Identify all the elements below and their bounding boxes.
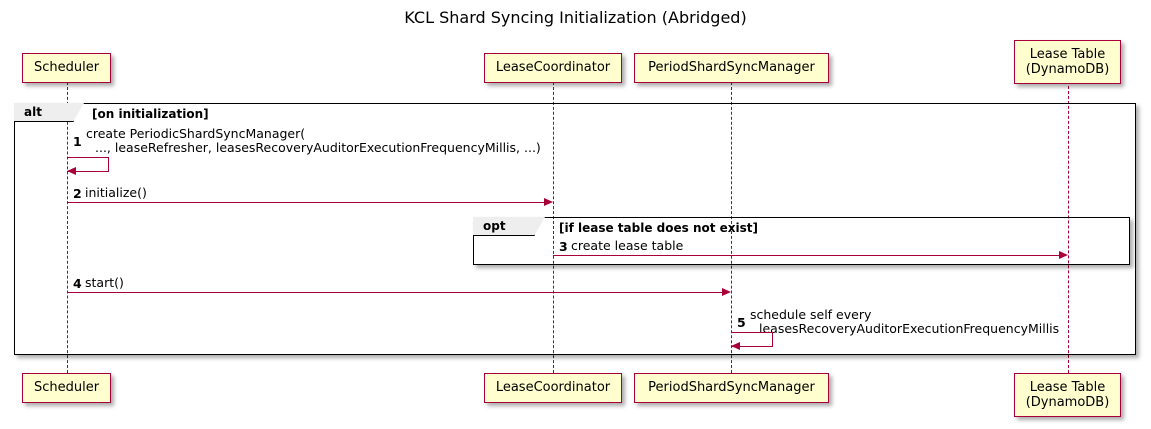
participant-scheduler-top[interactable]: Scheduler xyxy=(22,53,111,83)
message-1-arrow-head xyxy=(67,167,76,175)
participant-lease-coordinator-bottom-label: LeaseCoordinator xyxy=(495,380,611,395)
participant-lease-table-top[interactable]: Lease Table (DynamoDB) xyxy=(1014,40,1121,84)
message-5-label-line-1: schedule self every xyxy=(750,307,872,322)
lifeline-lease-coordinator xyxy=(553,82,554,373)
message-3-line xyxy=(553,255,1059,256)
diagram-title: KCL Shard Syncing Initialization (Abridg… xyxy=(404,8,747,27)
participant-period-shard-sync-manager-bottom[interactable]: PeriodShardSyncManager xyxy=(634,373,829,403)
message-5-arrow-head xyxy=(731,342,740,350)
message-4-number: 4 xyxy=(73,276,82,291)
alt-frame-condition: [on initialization] xyxy=(92,107,209,121)
lifeline-lease-table xyxy=(1068,86,1069,373)
participant-scheduler-top-label: Scheduler xyxy=(33,60,100,75)
message-3-label: create lease table xyxy=(571,238,684,253)
message-5-number: 5 xyxy=(737,315,746,330)
opt-frame xyxy=(473,217,1130,265)
participant-lease-table-bottom[interactable]: Lease Table (DynamoDB) xyxy=(1014,373,1121,417)
participant-scheduler-bottom-label: Scheduler xyxy=(33,380,100,395)
participant-lease-table-top-label-line-2: (DynamoDB) xyxy=(1025,62,1110,77)
message-5-label-line-2: leasesRecoveryAuditorExecutionFrequencyM… xyxy=(759,321,1060,336)
opt-frame-condition: [if lease table does not exist] xyxy=(559,221,759,235)
message-1-number: 1 xyxy=(73,134,82,149)
message-1-label-line-1: create PeriodicShardSyncManager( xyxy=(86,126,306,141)
message-3-number: 3 xyxy=(559,239,568,254)
participant-lease-table-bottom-label-line-2: (DynamoDB) xyxy=(1025,395,1110,410)
message-4-arrow-head xyxy=(722,288,731,296)
alt-frame-tab: alt xyxy=(14,103,84,122)
message-2-line xyxy=(67,202,544,203)
participant-scheduler-bottom[interactable]: Scheduler xyxy=(22,373,111,403)
message-2-label: initialize() xyxy=(85,185,147,200)
lifeline-period-shard-sync-manager xyxy=(731,82,732,373)
participant-lease-coordinator-bottom[interactable]: LeaseCoordinator xyxy=(484,373,622,403)
message-1-label-line-2: ..., leaseRefresher, leasesRecoveryAudit… xyxy=(95,140,541,155)
participant-lease-table-top-label-line-1: Lease Table xyxy=(1029,47,1106,62)
participant-period-shard-sync-manager-bottom-label: PeriodShardSyncManager xyxy=(648,380,815,395)
message-1-self-loop xyxy=(67,157,109,172)
message-3-arrow-head xyxy=(1059,251,1068,259)
participant-period-shard-sync-manager-top[interactable]: PeriodShardSyncManager xyxy=(634,53,829,83)
message-2-number: 2 xyxy=(73,186,82,201)
message-2-arrow-head xyxy=(544,198,553,206)
participant-lease-coordinator-top-label: LeaseCoordinator xyxy=(495,60,611,75)
message-4-line xyxy=(67,292,722,293)
opt-frame-tab: opt xyxy=(473,217,545,236)
participant-lease-coordinator-top[interactable]: LeaseCoordinator xyxy=(484,53,622,83)
participant-lease-table-bottom-label-line-1: Lease Table xyxy=(1029,380,1106,395)
message-4-label: start() xyxy=(85,275,124,290)
alt-frame xyxy=(14,103,1136,355)
lifeline-scheduler xyxy=(67,82,68,373)
message-5-self-loop xyxy=(731,332,773,347)
participant-period-shard-sync-manager-top-label: PeriodShardSyncManager xyxy=(648,60,815,75)
